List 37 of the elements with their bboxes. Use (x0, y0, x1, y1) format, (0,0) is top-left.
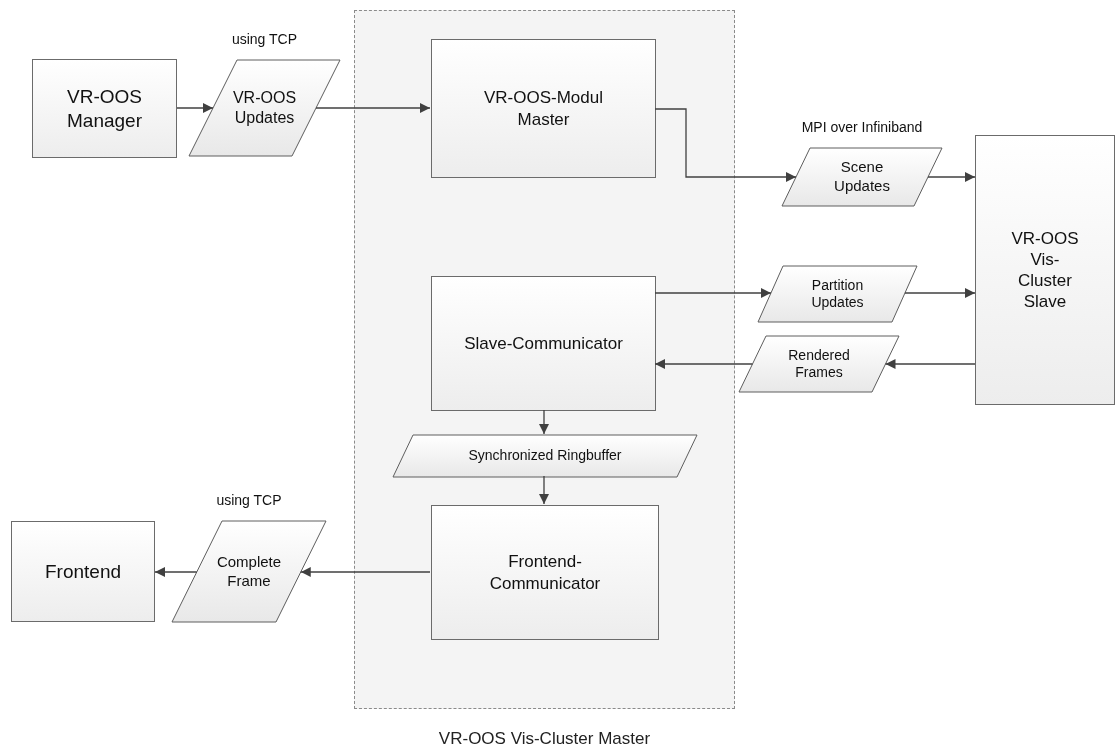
node-label: VR-OOS Updates (231, 88, 298, 128)
node-label: Scene Updates (833, 158, 891, 196)
protocol-label: MPI over Infiniband (800, 118, 924, 137)
node-label: VR-OOS Manager (66, 84, 143, 133)
arrow (927, 172, 976, 182)
node-label: VR-OOS-Modul Master (483, 87, 604, 130)
node-label: Frontend (44, 559, 121, 584)
arrow (654, 359, 754, 369)
arrow (300, 567, 431, 577)
data-parallelogram (393, 435, 697, 477)
arrow (176, 103, 214, 113)
arrow (539, 475, 549, 505)
arrow (654, 288, 772, 298)
arrow (884, 359, 976, 369)
process-box (431, 276, 656, 411)
node-label: Frontend-Communicator (488, 551, 602, 594)
arrow (904, 288, 976, 298)
arrow (154, 567, 198, 577)
node-label: Rendered Frames (787, 346, 851, 382)
process-box (32, 59, 177, 158)
data-parallelogram (758, 266, 917, 322)
process-box (975, 135, 1115, 405)
node-label: VR-OOS Vis-Cluster Slave (1010, 227, 1080, 313)
node-label: Slave-Communicator (464, 332, 623, 355)
node-label: Synchronized Ringbuffer (468, 447, 622, 465)
protocol-label: using TCP (230, 30, 299, 49)
protocol-label: using TCP (215, 491, 283, 510)
data-parallelogram (739, 336, 899, 392)
arrow (539, 409, 549, 435)
group-title: VR-OOS Vis-Cluster Master (437, 728, 652, 747)
process-box (431, 39, 656, 178)
process-box (431, 505, 659, 640)
arrow (315, 103, 431, 113)
node-label: Partition Updates (810, 276, 865, 312)
arrow (654, 108, 797, 182)
node-label: Complete Frame (215, 552, 283, 591)
process-box (11, 521, 155, 622)
